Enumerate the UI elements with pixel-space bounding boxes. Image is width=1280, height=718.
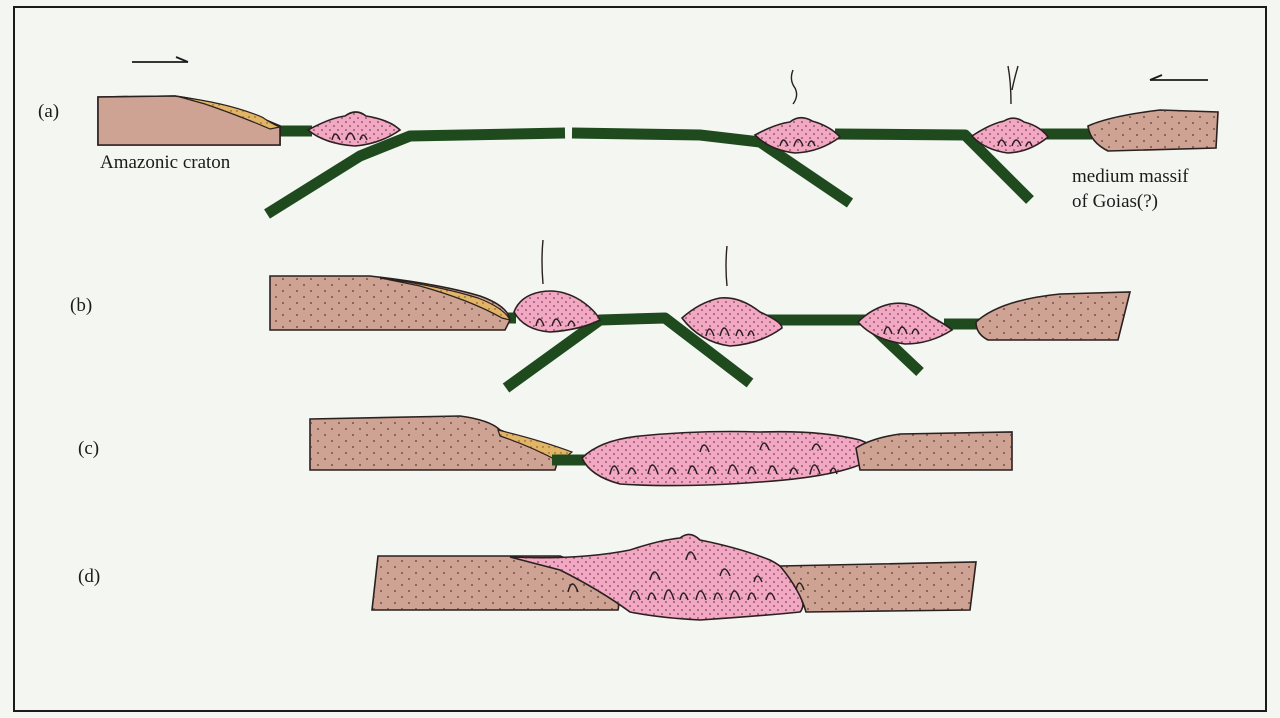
panel-a-label: (a) xyxy=(38,101,59,122)
goias-massif-label-line1: medium massif xyxy=(1072,166,1189,187)
panel-c-label: (c) xyxy=(78,438,99,459)
panel-b-label: (b) xyxy=(70,295,92,316)
amazonic-craton-label: Amazonic craton xyxy=(100,152,231,173)
goias-massif-label-line2: of Goias(?) xyxy=(1072,191,1158,212)
panel-d-label: (d) xyxy=(78,566,100,587)
